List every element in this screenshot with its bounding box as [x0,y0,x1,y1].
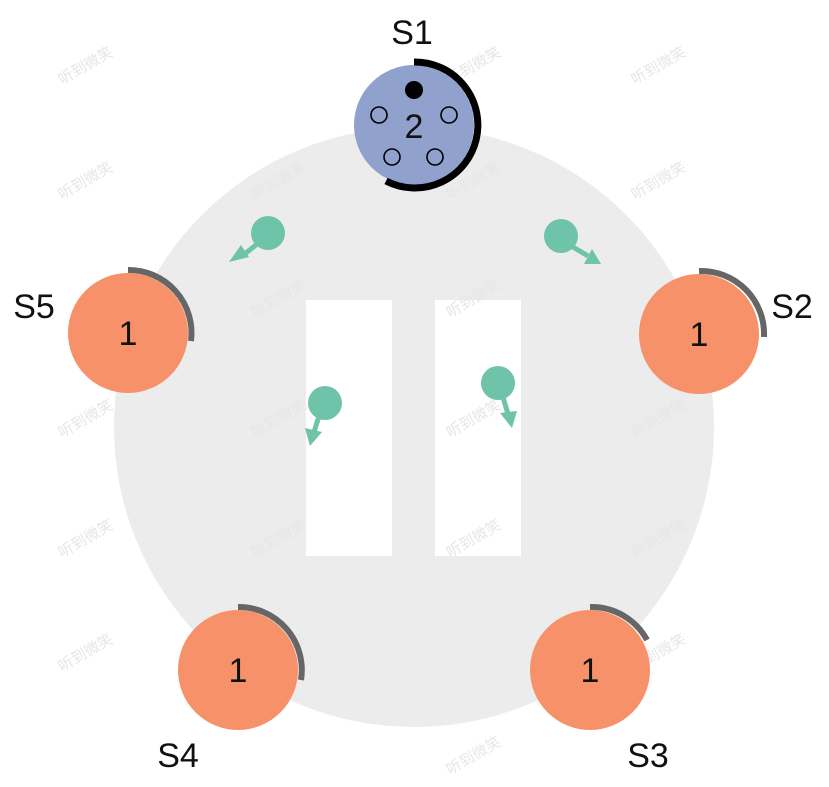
vote-dot-empty [370,106,388,124]
partition-block-right [435,300,521,556]
message-dot [308,386,342,420]
watermark-text: 听到微笑 [628,158,689,204]
message-arrow-head [584,249,601,264]
timeout-arc [127,266,195,342]
server-label: S3 [627,737,669,775]
message-s1-to-s3 [481,366,517,428]
watermark-text: 听到微笑 [55,630,116,676]
message-s1-to-s2 [544,219,601,264]
server-label: S2 [771,288,813,326]
timeout-arc [698,267,768,338]
message-arrow-head [500,411,517,428]
term-number: 2 [405,108,424,146]
server-node [530,610,650,730]
message-arrow-head [229,245,249,262]
watermark-text: 听到微笑 [628,43,689,89]
term-number: 1 [119,315,138,353]
watermark-text: 听到微笑 [55,158,116,204]
server-label: S1 [391,14,433,52]
message-arrow-shaft [499,393,511,415]
timeout-arc [589,603,650,642]
vote-dot-empty [440,106,458,124]
server-node [639,274,759,394]
term-number: 1 [690,316,709,354]
server-s3: 1 S3 [530,603,669,775]
server-node [68,273,188,393]
server-label: S4 [157,737,199,775]
message-s1-to-s4 [305,386,342,446]
vote-dot-empty [426,148,444,166]
term-number: 1 [229,652,248,690]
watermark-text: 听到微笑 [55,396,116,442]
server-s5: 1 S5 [13,266,195,393]
cluster-background [114,127,714,727]
vote-dot-empty [383,148,401,166]
partition-block-left [306,300,392,556]
watermark-text: 听到微笑 [443,733,504,779]
server-node [178,610,298,730]
server-s1: 2 S1 [354,14,482,192]
timeout-arc [384,58,482,192]
server-label: S5 [13,288,55,326]
server-s4: 1 S4 [157,603,305,775]
watermark-text: 听到微笑 [55,43,116,89]
message-s1-to-s5 [229,216,285,262]
timeout-arc [237,603,305,681]
message-arrow-shaft [566,241,590,259]
watermark-text: 听到微笑 [55,516,116,562]
message-arrow-shaft [311,412,323,433]
vote-dot-filled [405,81,423,99]
server-s2: 1 S2 [639,267,813,394]
message-arrow-head [305,428,322,446]
message-dot [481,366,515,400]
term-number: 1 [581,652,600,690]
